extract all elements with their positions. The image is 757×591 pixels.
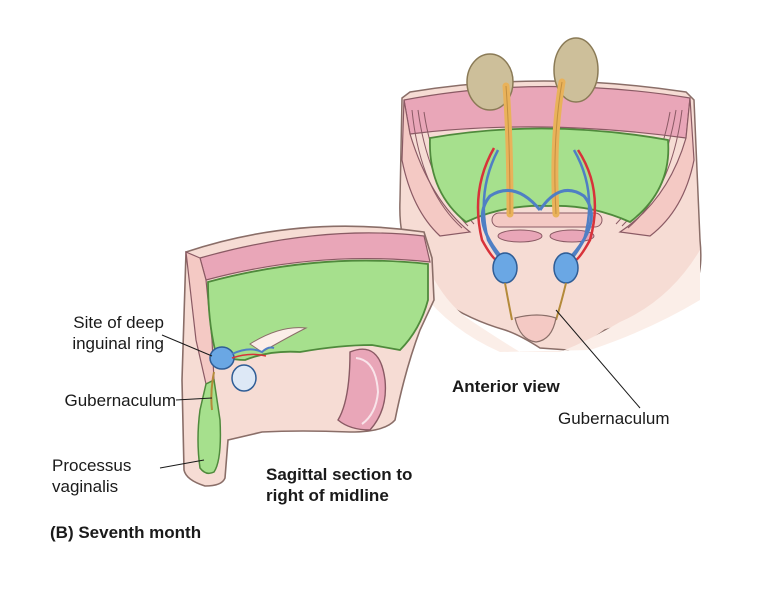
label-deep-inguinal-ring-line2: inguinal ring	[72, 334, 164, 353]
panel-caption: (B) Seventh month	[50, 523, 202, 542]
right-gubernaculum-cord	[555, 282, 567, 321]
processus-leader	[159, 459, 205, 469]
sagittal-vessel-red	[231, 353, 267, 359]
sagittal-muscle-band	[199, 232, 431, 281]
sagittal-peritoneal-cavity	[207, 259, 429, 361]
label-processus-line1: Processus	[52, 456, 132, 475]
right-testis	[553, 252, 579, 284]
anterior-symphysis-upper	[491, 212, 603, 228]
anterior-wall-right	[618, 97, 695, 237]
label-gubernaculum-right: Gubernaculum	[558, 409, 670, 428]
genital-tubercle	[514, 314, 557, 343]
label-sagittal-line2: right of midline	[266, 486, 389, 505]
sagittal-testis-lower	[231, 364, 257, 392]
left-vas-deferens	[480, 188, 542, 259]
sagittal-vessel-blue	[231, 346, 275, 355]
gubernaculum-left-leader	[175, 397, 213, 401]
sagittal-testis-upper	[209, 346, 235, 370]
processus-vaginalis-shape	[197, 378, 222, 475]
label-processus-vaginalis: Processus vaginalis	[52, 455, 131, 497]
right-kidney	[553, 37, 599, 103]
deep-ring-leader	[161, 334, 213, 357]
left-testis	[492, 252, 518, 284]
label-sagittal-line1: Sagittal section to	[266, 465, 413, 484]
left-kidney	[466, 53, 514, 111]
anterior-wall-left	[401, 99, 472, 237]
anterior-view-figure	[399, 37, 702, 409]
sagittal-mesentery-ridge	[249, 327, 308, 353]
left-gubernaculum-cord	[504, 282, 513, 321]
right-gubernaculum-leader	[555, 309, 641, 409]
sagittal-gubernaculum-cord	[210, 371, 215, 411]
right-vas-deferens	[538, 188, 593, 259]
anterior-lower-skin	[420, 250, 700, 352]
label-gubernaculum-left: Gubernaculum	[64, 391, 176, 410]
label-anterior-view: Anterior view	[452, 377, 560, 396]
label-deep-inguinal-ring: Site of deep inguinal ring	[40, 312, 164, 354]
label-processus-line2: vaginalis	[52, 477, 119, 496]
sagittal-section-figure	[159, 225, 435, 487]
label-deep-inguinal-ring-line1: Site of deep	[73, 313, 164, 332]
label-sagittal-section: Sagittal section to right of midline	[266, 464, 412, 506]
